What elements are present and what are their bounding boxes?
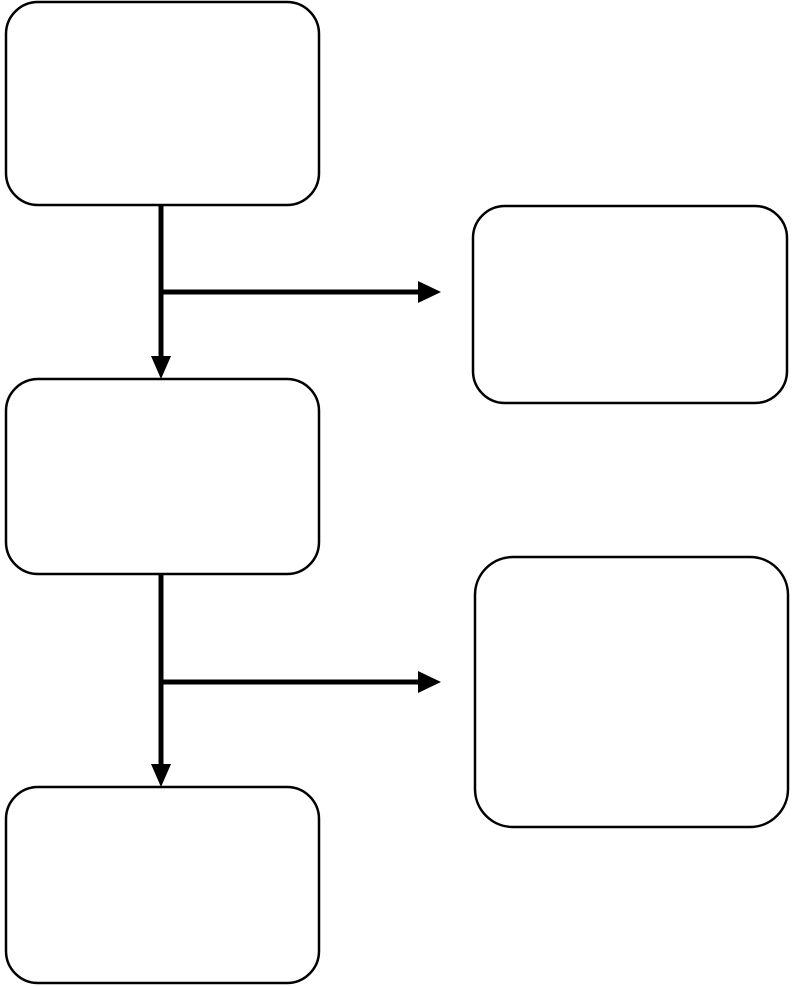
flow-box-3 xyxy=(4,785,321,985)
arrowhead-right-icon xyxy=(418,671,441,693)
arrowhead-down-icon xyxy=(151,764,171,787)
connector-box1-to-box4 xyxy=(161,281,441,303)
arrowhead-right-icon xyxy=(418,281,441,303)
flow-box-4 xyxy=(471,204,789,405)
flow-box-1 xyxy=(4,0,321,207)
flow-box-2 xyxy=(4,377,321,576)
flow-box-5 xyxy=(473,555,790,829)
connector-box1-to-box2 xyxy=(151,205,171,379)
arrowhead-down-icon xyxy=(151,356,171,379)
connector-box2-to-box3 xyxy=(151,574,171,787)
connector-box2-to-box5 xyxy=(161,671,441,693)
